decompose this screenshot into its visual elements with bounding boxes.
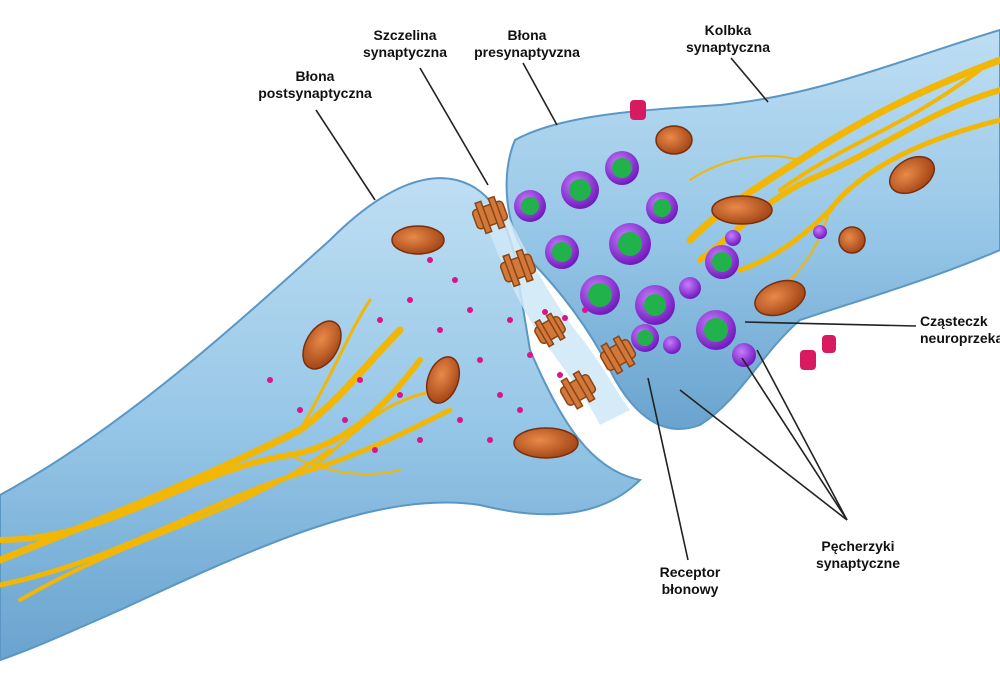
vesicle-icon: [635, 285, 675, 325]
label-synaptic-knob: Kolbka synaptyczna: [685, 22, 771, 55]
vesicle-icon: [561, 171, 599, 209]
mitochondria: [302, 125, 936, 459]
mitochondrion-icon: [754, 279, 806, 317]
mitochondrion-icon: [711, 195, 773, 225]
postsynaptic-fibers: [0, 298, 453, 602]
receptor-icon: [559, 370, 597, 410]
vesicle-icon: [705, 245, 739, 279]
mitochondrion-icon: [302, 320, 342, 370]
receptor-icon: [534, 312, 566, 348]
label-postsynaptic-membrane: Błona postsynaptyczna: [258, 68, 372, 101]
synaptic-vesicles: [514, 151, 827, 367]
mitochondrion-icon: [838, 226, 866, 254]
vesicle-icon: [696, 310, 736, 350]
vesicle-icon: [646, 192, 678, 224]
vesicle-icon: [605, 151, 639, 185]
mitochondrion-icon: [513, 427, 579, 459]
label-synaptic-cleft: Szczelina synaptyczna: [362, 27, 448, 60]
mitochondrion-icon: [888, 155, 936, 195]
vesicle-icon: [514, 190, 546, 222]
vesicle-icon: [580, 275, 620, 315]
neurotransmitter-particles: [267, 257, 588, 453]
mitochondrion-icon: [655, 125, 693, 155]
mitochondrion-icon: [391, 225, 445, 255]
postsynaptic-neuron: [0, 177, 643, 662]
membrane-proteins: [630, 100, 836, 370]
mitochondrion-icon: [425, 356, 461, 404]
receptor-icon: [599, 335, 637, 375]
receptor-icon: [499, 248, 537, 288]
label-synaptic-vesicles: Pęcherzyki synaptyczne: [815, 538, 901, 571]
label-presynaptic-membrane: Błona presynaptyvzna: [474, 27, 580, 60]
presynaptic-neuron: [505, 28, 1000, 430]
receptor-icon: [471, 195, 509, 235]
label-neurotransmitter: Cząsteczk neuroprzekaźn: [920, 313, 1000, 346]
vesicle-icon: [631, 324, 659, 352]
vesicle-icon: [609, 223, 651, 265]
receptors: [471, 195, 637, 410]
leader-lines: [315, 57, 917, 561]
vesicle-icon: [545, 235, 579, 269]
label-membrane-receptor: Receptor błonowy: [659, 564, 721, 597]
